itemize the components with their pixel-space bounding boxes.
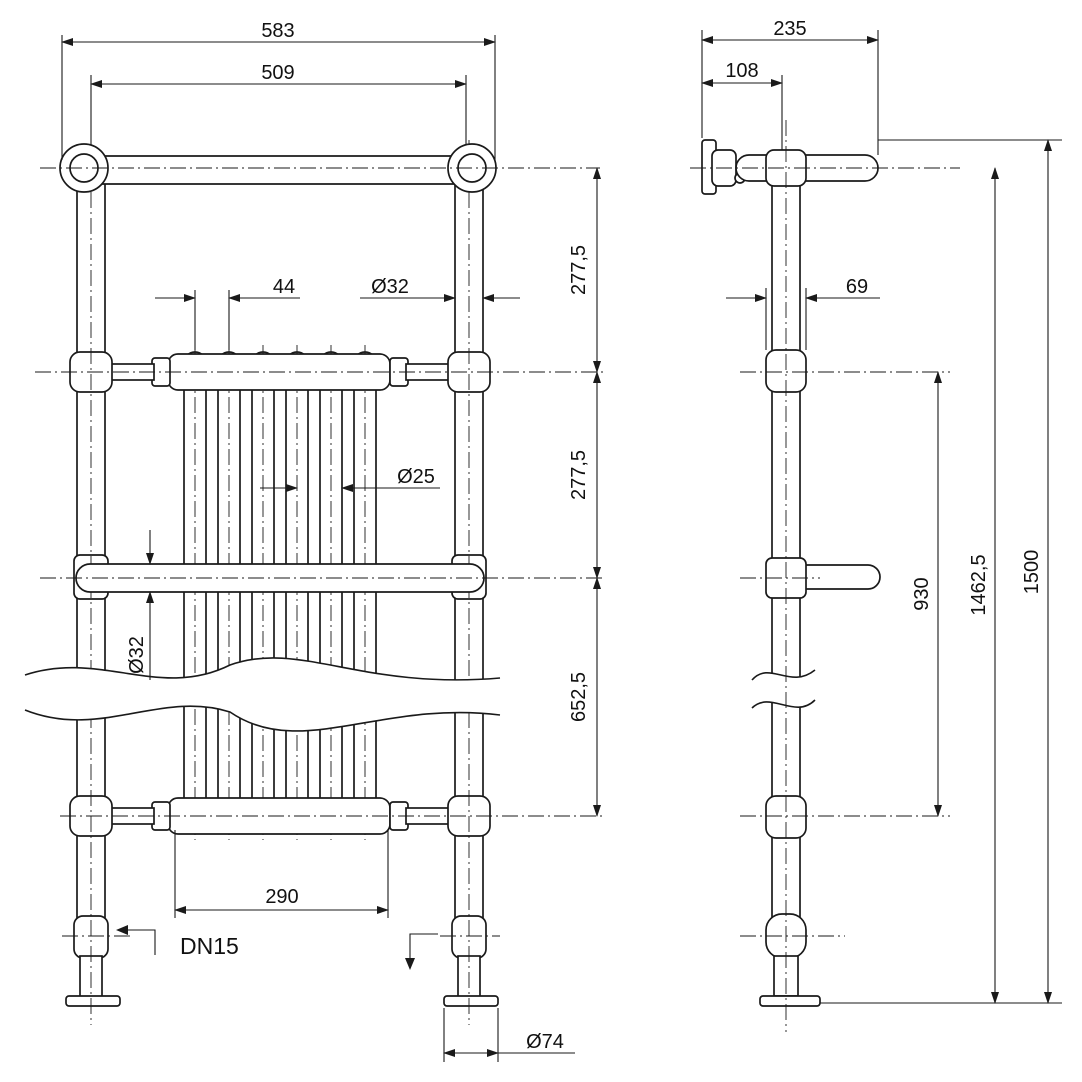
outlet-arrow-icon — [405, 933, 438, 970]
side-dimensions — [701, 30, 1062, 1004]
dim-overall-depth: 235 — [773, 18, 806, 40]
side-view — [690, 120, 960, 1032]
dim-overall-height: 1500 — [1021, 550, 1043, 595]
dim-manifold-centers: 930 — [911, 577, 933, 610]
dim-height-lower: 652,5 — [568, 672, 590, 722]
dim-manifold-length: 290 — [265, 886, 298, 908]
top-manifold — [107, 353, 455, 391]
dim-overall-width: 583 — [261, 20, 294, 42]
dim-rail-diameter-side: Ø32 — [126, 636, 148, 674]
dim-column-diameter: Ø25 — [397, 466, 435, 488]
dim-section-pitch: 44 — [273, 276, 295, 298]
dim-rail-centers: 509 — [261, 62, 294, 84]
label-connection: DN15 — [180, 933, 239, 959]
dim-height-to-rail: 1462,5 — [968, 554, 990, 615]
dim-foot-diameter: Ø74 — [526, 1031, 564, 1053]
dim-height-upper: 277,5 — [568, 245, 590, 295]
break-lines — [24, 657, 501, 732]
dim-wall-offset: 108 — [725, 60, 758, 82]
front-dimensions — [61, 35, 601, 1062]
dim-pipe-offset: 69 — [846, 276, 868, 298]
inlet-arrow-icon — [116, 925, 156, 955]
dim-height-middle: 277,5 — [568, 450, 590, 500]
front-view — [24, 140, 605, 1025]
dim-rail-diameter: Ø32 — [371, 276, 409, 298]
right-upright — [443, 140, 499, 1025]
